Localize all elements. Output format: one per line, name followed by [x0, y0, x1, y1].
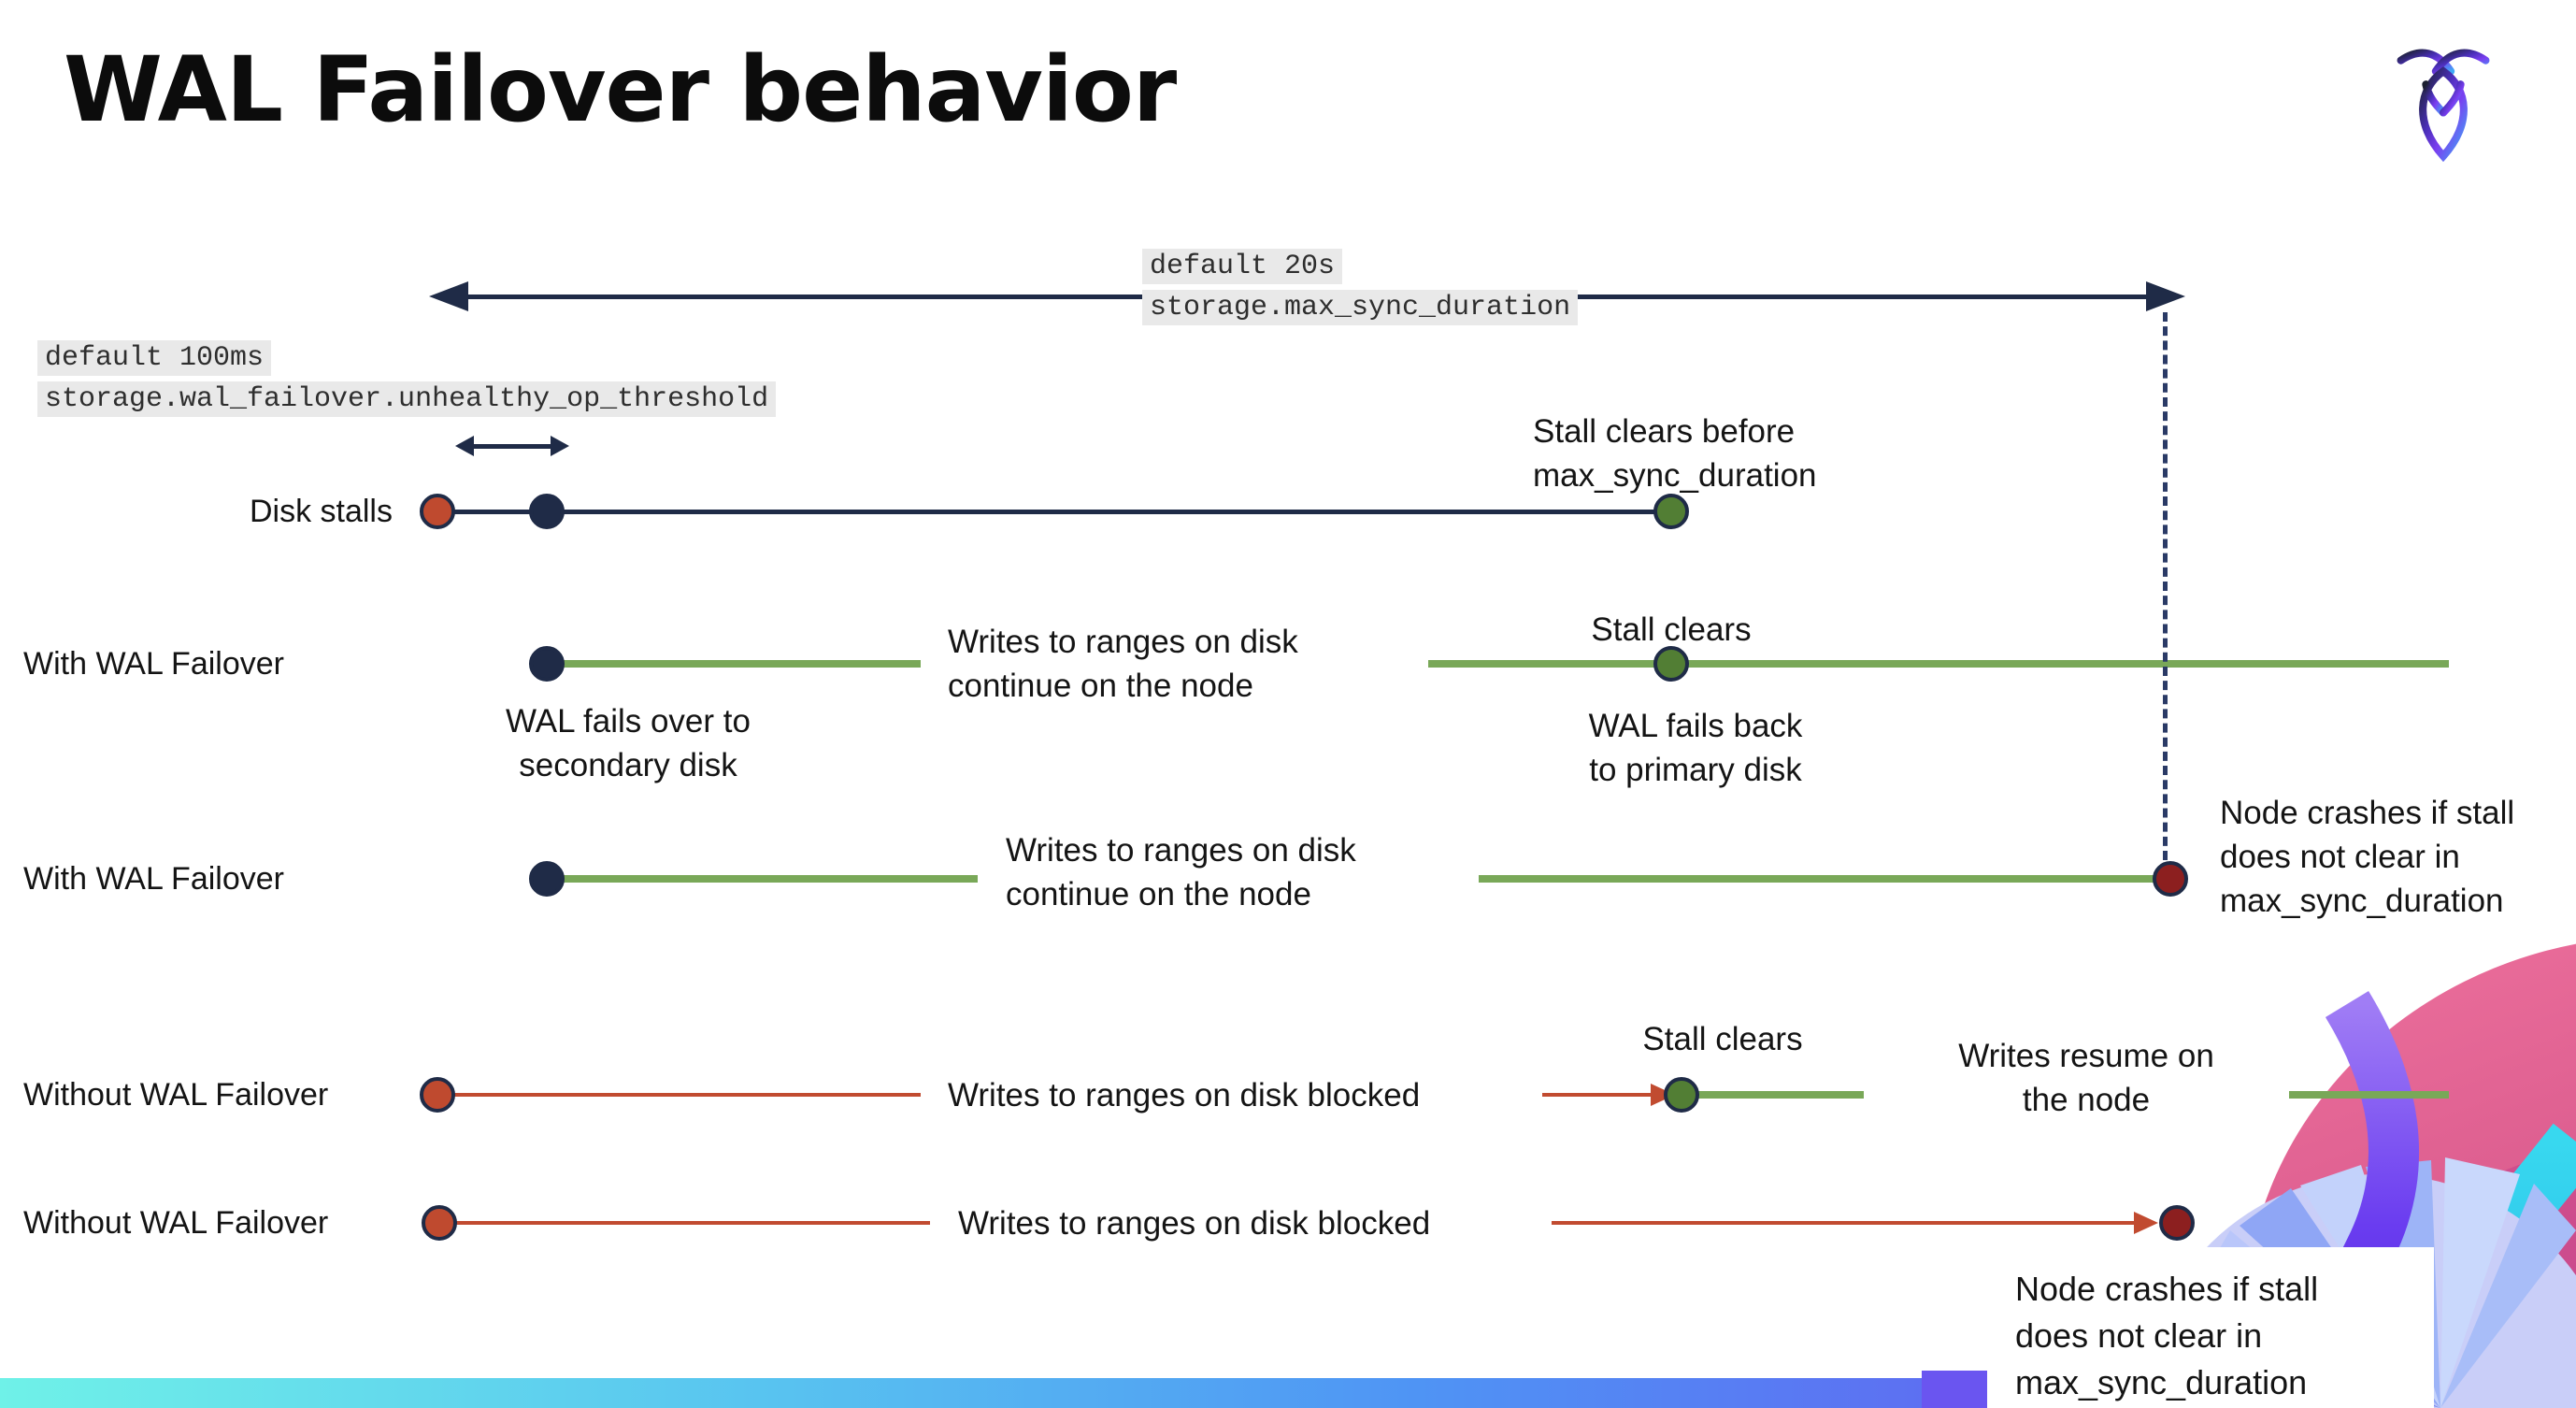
writes-blocked-line-4 — [1552, 1221, 2136, 1225]
annotation-wal-fails-back: WAL fails back to primary disk — [1588, 708, 1803, 788]
arrow-left-head-icon — [429, 281, 468, 311]
page-title: WAL Failover behavior — [64, 37, 1177, 142]
annotation-writes-resume: Writes resume on the node — [1958, 1038, 2214, 1118]
stall-start-dot-3 — [422, 1205, 457, 1241]
max-sync-duration-label: default 20s storage.max_sync_duration — [1142, 249, 1579, 325]
node-crash-dot-2 — [2159, 1205, 2195, 1241]
row-label-without-wal-failover-1: Without WAL Failover — [23, 1077, 329, 1113]
annotation-stall-clears-2: Stall clears — [1642, 1021, 1803, 1057]
threshold-dot — [529, 494, 565, 529]
max-sync-setting-text: storage.max_sync_duration — [1142, 290, 1579, 325]
writes-continue-line-3 — [561, 875, 978, 883]
annotation-node-crashes: Node crashes if stall does not clear in … — [2220, 795, 2515, 919]
red-arrow-head-icon-2 — [2134, 1212, 2158, 1234]
row-label-with-wal-failover-1: With WAL Failover — [23, 646, 284, 682]
annotation-writes-continue-2: Writes to ranges on disk continue on the… — [1006, 832, 1356, 912]
annotation-stall-clears-before: Stall clears before max_sync_duration — [1533, 413, 1817, 494]
node-crash-dot — [2153, 861, 2188, 897]
small-arrow-left-head-icon — [455, 436, 474, 456]
small-arrow-right-head-icon — [551, 436, 569, 456]
annotation-writes-continue: Writes to ranges on disk continue on the… — [948, 624, 1298, 704]
writes-continue-line — [561, 660, 921, 668]
row-label-with-wal-failover-2: With WAL Failover — [23, 861, 284, 897]
annotation-writes-blocked: Writes to ranges on disk blocked — [948, 1077, 1421, 1113]
writes-continue-line-2 — [1428, 660, 2449, 668]
stall-start-dot — [420, 494, 455, 529]
annotation-stall-clears: Stall clears — [1591, 611, 1752, 648]
disk-stall-timeline — [437, 510, 1671, 514]
crash-callout-box: Node crashes if stall does not clear in … — [1987, 1247, 2434, 1408]
cockroach-logo-icon — [2397, 49, 2490, 163]
failover-dot-2 — [529, 861, 565, 897]
annotation-writes-blocked-2: Writes to ranges on disk blocked — [958, 1205, 1431, 1242]
writes-blocked-line — [437, 1093, 921, 1097]
stall-clears-dot — [1653, 494, 1689, 529]
timeout-dashed-line — [2163, 312, 2168, 860]
max-sync-default-text: default 20s — [1142, 249, 1343, 284]
unhealthy-op-arrow-line — [470, 444, 554, 449]
stall-clears-dot-2 — [1653, 646, 1689, 682]
row-label-without-wal-failover-2: Without WAL Failover — [23, 1205, 329, 1241]
stall-start-dot-2 — [420, 1077, 455, 1113]
annotation-wal-fails-over: WAL fails over to secondary disk — [506, 703, 751, 783]
writes-resume-line-2 — [2289, 1091, 2449, 1099]
unhealthy-op-default-text: default 100ms — [37, 340, 272, 376]
writes-blocked-line-3 — [439, 1221, 930, 1225]
unhealthy-op-setting-text: storage.wal_failover.unhealthy_op_thresh… — [37, 381, 777, 417]
unhealthy-op-threshold-label: default 100ms storage.wal_failover.unhea… — [37, 340, 777, 417]
stall-clears-dot-3 — [1664, 1077, 1699, 1113]
writes-blocked-line-2 — [1542, 1093, 1653, 1097]
arrow-right-head-icon — [2146, 281, 2185, 311]
annotation-node-crashes-2: Node crashes if stall does not clear in … — [2015, 1270, 2319, 1401]
writes-resume-line — [1696, 1091, 1864, 1099]
failover-dot — [529, 646, 565, 682]
writes-continue-line-4 — [1479, 875, 2154, 883]
row-label-disk-stalls: Disk stalls — [249, 494, 393, 529]
